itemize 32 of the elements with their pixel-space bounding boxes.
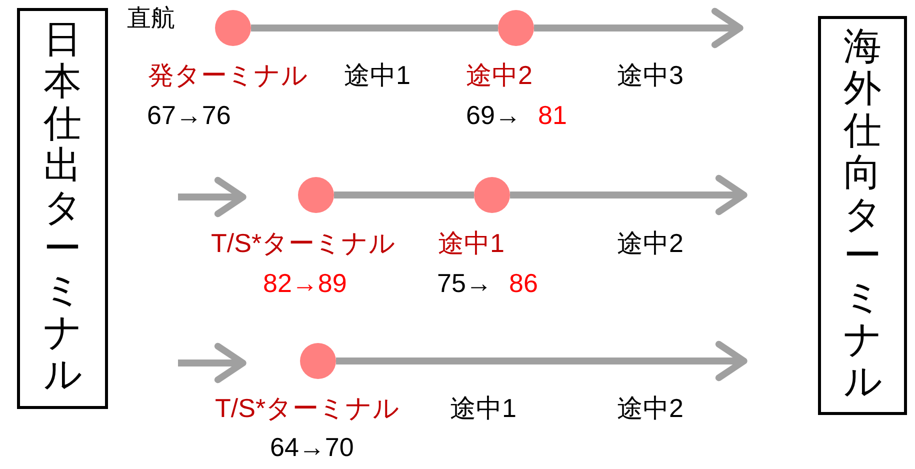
terminal-name: 日本仕出ターミナル [44,20,82,397]
value-change: 75→ [437,268,492,298]
route-line [334,192,474,198]
route-line [251,24,498,32]
terminal-box [818,16,907,415]
value-change: 69→ [466,100,521,130]
station-dot [300,343,336,379]
stop-label: 途中1 [438,228,504,258]
value-change: 81 [538,100,567,130]
value-change: 67→76 [147,100,231,130]
terminal-label: T/S*ターミナル [215,393,400,423]
terminal-box [17,8,108,409]
stop-label: 途中2 [466,60,532,90]
stop-label: 途中1 [344,60,410,90]
station-dot [215,10,251,46]
route-type: 直航 [127,4,175,34]
stop-label: 途中1 [450,393,516,423]
value-change: 82→89 [263,268,347,298]
terminal-label: T/S*ターミナル [211,228,396,258]
station-dot [474,177,510,213]
stop-label: 途中2 [617,393,684,423]
terminal-label: 発ターミナル [148,60,308,90]
stop-label: 途中3 [617,60,684,90]
value-change: 64→70 [270,432,354,462]
route-arrow [510,174,748,216]
station-dot [298,177,334,213]
station-dot [498,10,534,46]
value-change: 86 [509,268,538,298]
terminal-name: 海外仕向ターミナル [844,27,882,404]
route-arrow [336,340,748,382]
stop-label: 途中2 [617,228,684,258]
route-arrow [534,8,744,48]
